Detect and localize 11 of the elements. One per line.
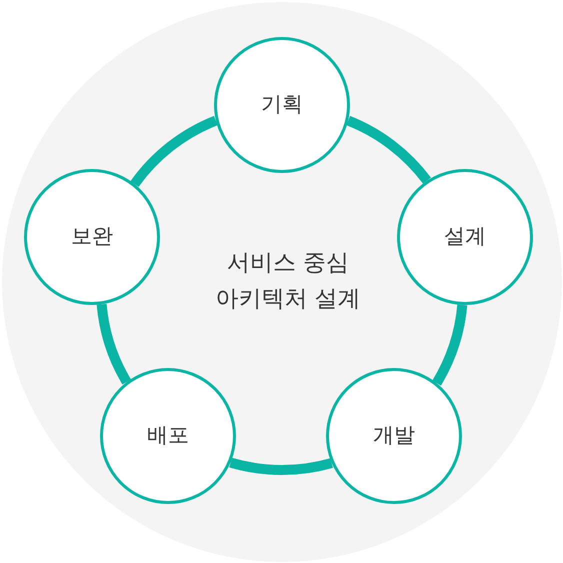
stage-label: 기획 xyxy=(261,92,303,118)
connector-line xyxy=(432,304,468,386)
stage-label: 보완 xyxy=(71,224,113,250)
stage-label: 배포 xyxy=(147,423,189,449)
connector-line xyxy=(229,458,333,475)
connector-line xyxy=(130,116,218,188)
center-title: 서비스 중심 아키텍처 설계 xyxy=(214,249,362,314)
connector-line xyxy=(346,116,431,184)
connector-line xyxy=(96,304,132,384)
stage-label: 설계 xyxy=(444,224,486,250)
stage-label: 개발 xyxy=(373,423,415,449)
